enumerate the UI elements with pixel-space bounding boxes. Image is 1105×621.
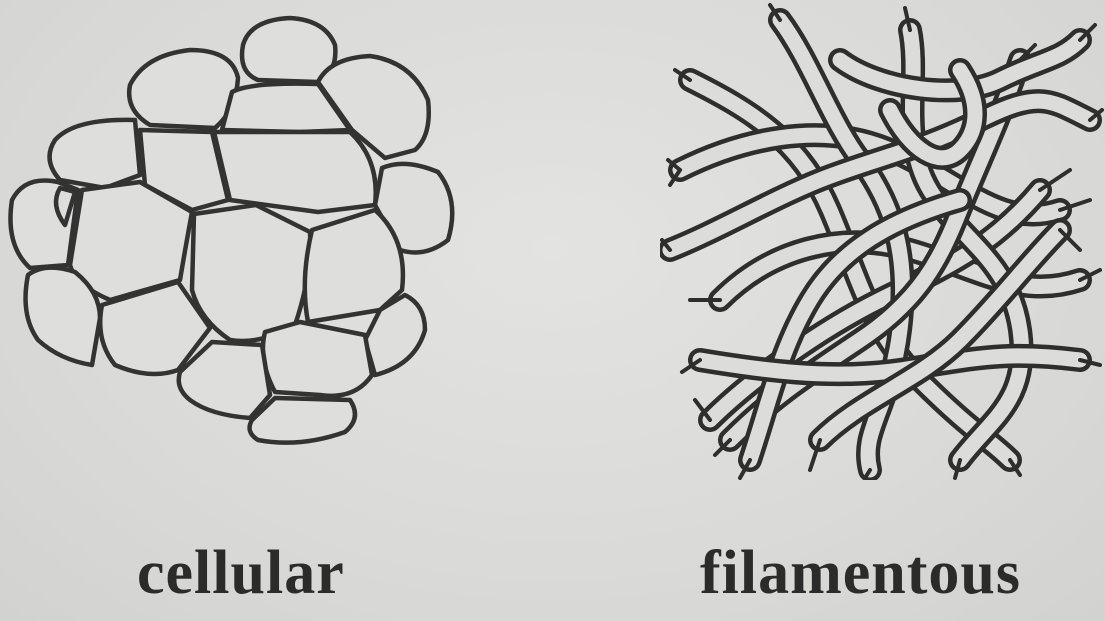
cell <box>302 207 406 325</box>
cell <box>239 15 338 85</box>
cell <box>97 279 213 377</box>
filamentous-caption: filamentous <box>700 539 1021 607</box>
hyphal-branch <box>1078 358 1102 367</box>
cell <box>372 161 455 255</box>
hyphal-branch <box>673 68 692 82</box>
hyphae-group <box>660 8 1102 480</box>
cell <box>189 202 313 344</box>
hyphal-branch <box>1078 268 1102 282</box>
cell <box>247 395 358 445</box>
hyphal-branch <box>693 398 712 422</box>
cell <box>53 185 78 228</box>
hyphal-branch <box>666 158 682 172</box>
hypha-fill <box>832 32 1088 98</box>
hyphal-branch <box>953 458 962 480</box>
hyphal-branch <box>668 168 682 187</box>
hyphal-branch <box>1018 43 1037 62</box>
hypha-fill <box>722 52 1028 448</box>
cell <box>260 319 375 399</box>
filamentous-illustration <box>660 0 1105 480</box>
hyphal-branch <box>660 238 672 252</box>
hyphal-branch <box>1038 168 1072 192</box>
filamentous-tangle-svg <box>660 3 1104 480</box>
hypha-fill <box>882 62 983 166</box>
hyphal-branch <box>808 438 822 472</box>
hyphal-branch <box>680 358 702 374</box>
hyphal-branch <box>768 3 782 22</box>
cell <box>211 129 378 215</box>
hypha-fill <box>702 182 1048 428</box>
hyphal-branch <box>1078 23 1097 42</box>
hyphal-branch <box>1088 108 1104 122</box>
cell <box>176 339 273 421</box>
cellular-caption: cellular <box>137 539 345 607</box>
hyphal-branch <box>738 458 752 480</box>
hyphal-branches <box>660 3 1104 480</box>
hyphal-branch <box>863 468 872 480</box>
hyphal-branch <box>1058 198 1092 212</box>
hyphal-branch <box>903 6 912 32</box>
cell <box>23 265 103 368</box>
cell <box>137 127 231 213</box>
hypha-fill <box>662 93 1098 258</box>
hyphal-branch <box>1058 228 1082 252</box>
cell <box>126 47 241 131</box>
hypha-fill <box>812 222 1068 448</box>
hyphal-branch <box>1008 458 1022 477</box>
hyphal-branch <box>713 438 732 457</box>
cell <box>315 53 431 161</box>
cell <box>47 117 143 191</box>
hypha-fill <box>682 72 1018 468</box>
cellular-cluster-svg <box>8 15 455 445</box>
cellular-illustration <box>0 0 470 460</box>
cell <box>362 292 428 378</box>
hypha-fill <box>742 192 968 468</box>
hypha-fill <box>902 22 1029 468</box>
